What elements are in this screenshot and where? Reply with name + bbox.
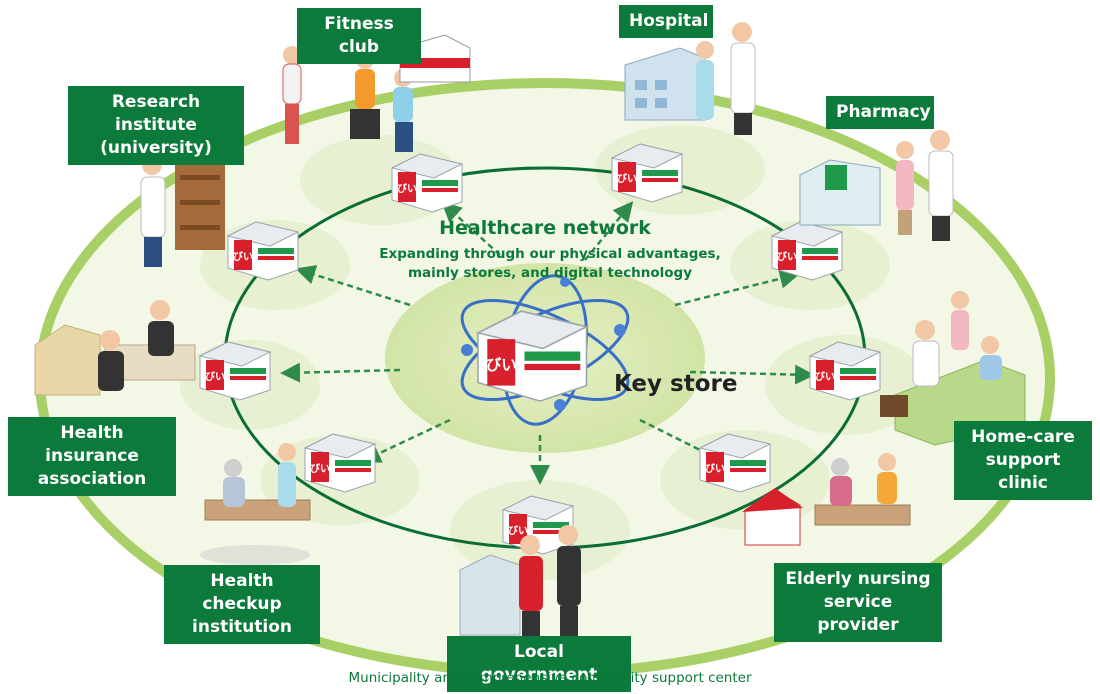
store-icon-south-east: びい xyxy=(698,433,772,493)
node-label-line: institution xyxy=(192,617,292,637)
key-store-icon: びい xyxy=(475,310,589,402)
node-label-line: Fitness club xyxy=(324,14,394,57)
store-icon-east: びい xyxy=(808,341,882,401)
node-label-line: Home-care xyxy=(971,427,1075,447)
node-label-government: Local government xyxy=(447,636,631,692)
node-label-line: Research institute xyxy=(111,92,201,135)
node-label-fitness: Fitness club xyxy=(297,8,421,64)
store-logo-mark: びい xyxy=(486,356,517,374)
store-icon-north-west: びい xyxy=(390,153,464,213)
network-subtitle-line: mainly stores, and digital technology xyxy=(407,265,692,281)
store-logo-mark: びい xyxy=(777,250,797,263)
store-icon-west-upper: びい xyxy=(226,221,300,281)
node-label-line: Local government xyxy=(480,642,598,685)
node-label-homecare: Home-care support clinic xyxy=(954,421,1092,500)
key-store-label: Key store xyxy=(614,371,738,397)
hospital-building xyxy=(624,22,756,135)
store-logo-mark: びい xyxy=(397,182,417,195)
government-scene xyxy=(459,525,581,636)
store-logo-mark: びい xyxy=(705,462,725,475)
node-label-line: Hospital xyxy=(629,11,709,31)
node-label-line: Pharmacy xyxy=(836,102,931,122)
research-lab xyxy=(140,150,225,267)
store-icon-south-west: びい xyxy=(303,433,377,493)
node-label-research: Research institute (university) xyxy=(68,86,244,165)
node-label-line: Health insurance xyxy=(45,423,139,466)
store-logo-mark: びい xyxy=(310,462,330,475)
network-subtitle: Expanding through our physical advantage… xyxy=(345,245,755,283)
node-label-line: (university) xyxy=(100,138,212,158)
store-logo-mark: びい xyxy=(508,524,528,537)
store-icon-west: びい xyxy=(198,341,272,401)
store-logo-mark: びい xyxy=(815,370,835,383)
node-label-hospital: Hospital xyxy=(619,5,713,38)
store-icons: びいびいびいびいびいびいびいびいびい xyxy=(198,143,882,555)
store-logo-mark: びい xyxy=(205,370,225,383)
store-icon-east-upper: びい xyxy=(770,221,844,281)
node-label-line: Health checkup xyxy=(202,571,282,614)
network-subtitle-line: Expanding through our physical advantage… xyxy=(379,246,721,262)
node-label-pharmacy: Pharmacy xyxy=(826,96,934,129)
node-label-nursing: Elderly nursing service provider xyxy=(774,563,942,642)
store-icon-north-east: びい xyxy=(610,143,684,203)
store-logo-mark: びい xyxy=(617,172,637,185)
node-label-line: service provider xyxy=(817,592,899,635)
node-label-line: support clinic xyxy=(985,450,1061,493)
key-store-building: びい xyxy=(475,310,589,402)
nursing-scene xyxy=(742,453,911,546)
people-illustrations xyxy=(34,22,1026,636)
store-icon-south: びい xyxy=(501,495,575,555)
node-label-line: Elderly nursing xyxy=(785,569,931,589)
pharmacy-building xyxy=(799,130,954,241)
store-logo-mark: びい xyxy=(233,250,253,263)
insurance-office xyxy=(34,300,196,396)
footer-note: Municipality and comprehensive community… xyxy=(348,670,752,686)
checkup-scene xyxy=(200,443,311,565)
network-title: Healthcare network xyxy=(439,217,651,239)
node-label-checkup: Health checkup institution xyxy=(164,565,320,644)
node-label-insurance: Health insurance association xyxy=(8,417,176,496)
node-label-line: association xyxy=(37,469,147,489)
